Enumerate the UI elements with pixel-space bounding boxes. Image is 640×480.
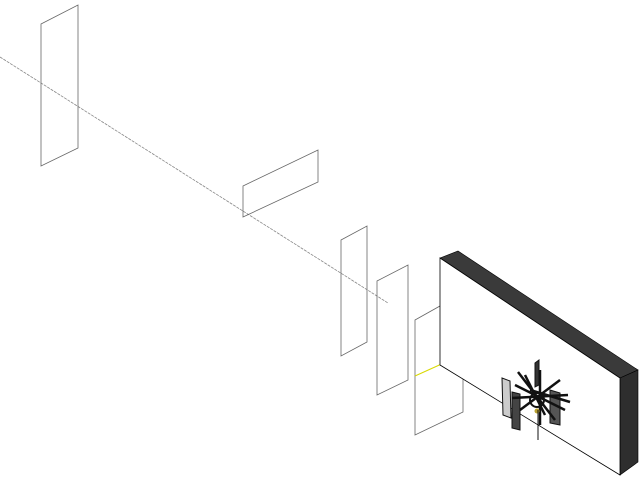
mechanism-core xyxy=(534,408,540,414)
mechanism-hub xyxy=(529,392,545,408)
mechanism-strut xyxy=(511,393,569,400)
plane-4 xyxy=(376,264,409,396)
mechanism-panel-left-inner xyxy=(511,391,521,431)
plane-1 xyxy=(40,4,79,167)
mechanism-panel-left xyxy=(501,377,512,419)
mechanism-panel-top xyxy=(534,359,540,388)
mechanism-strut xyxy=(529,388,571,404)
optical-axis-beam xyxy=(0,56,389,304)
box-side-face xyxy=(619,369,639,476)
mechanism xyxy=(501,359,571,440)
plane-5 xyxy=(414,305,464,436)
plane-3 xyxy=(340,225,368,357)
box-front-face xyxy=(439,257,621,476)
mechanism-strut xyxy=(523,374,547,416)
plane-2 xyxy=(242,149,319,218)
